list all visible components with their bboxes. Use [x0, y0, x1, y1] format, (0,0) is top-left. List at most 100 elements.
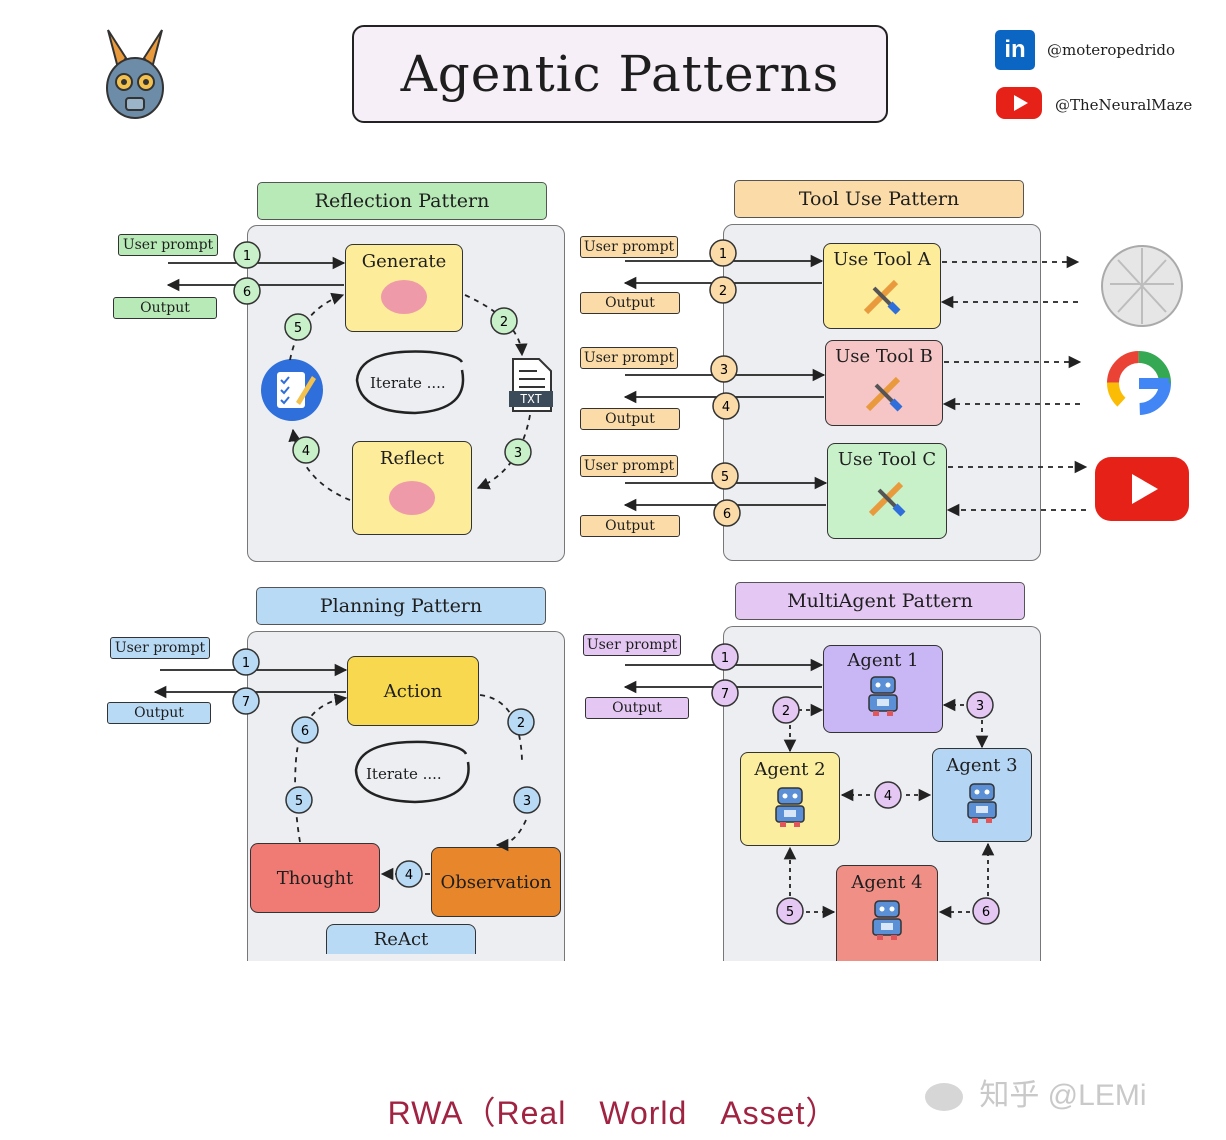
- agent-1-node: Agent 1: [823, 645, 943, 733]
- logo-rabbit: [100, 28, 170, 128]
- step-marker: 7: [232, 687, 260, 715]
- txt-file-icon: TXT: [507, 357, 555, 413]
- step-marker: 1: [232, 648, 260, 676]
- youtube-icon: [995, 86, 1043, 124]
- tool-c-user-prompt: User prompt: [580, 455, 678, 477]
- svg-text:7: 7: [242, 695, 250, 710]
- svg-text:2: 2: [719, 284, 727, 299]
- react-label: ReAct: [373, 929, 429, 950]
- tool-a-output: Output: [580, 292, 680, 314]
- step-marker: 6: [713, 499, 741, 527]
- step-marker: 4: [292, 436, 320, 464]
- robot-icon: [967, 783, 997, 823]
- page-title: Agentic Patterns: [352, 25, 888, 123]
- observation-label: Observation: [440, 871, 552, 893]
- svg-text:6: 6: [982, 905, 990, 920]
- wikipedia-icon: [1100, 244, 1184, 328]
- svg-text:6: 6: [723, 507, 731, 522]
- linkedin-handle: @moteropedrido: [1047, 41, 1176, 59]
- svg-text:4: 4: [405, 868, 413, 883]
- tool-b-node: Use Tool B: [825, 340, 943, 426]
- robot-icon: [872, 900, 902, 940]
- rabbit-robot-icon: [106, 29, 164, 119]
- step-marker: 2: [490, 307, 518, 335]
- tooluse-step-markers: 1 2 3 4 5 6: [709, 239, 741, 527]
- step-marker: 1: [233, 241, 261, 269]
- arrows: [153, 254, 1088, 919]
- svg-text:2: 2: [517, 716, 525, 731]
- wrench-screwdriver-icon: [868, 481, 906, 517]
- step-marker: 2: [709, 276, 737, 304]
- svg-text:4: 4: [302, 444, 310, 459]
- brain-icon: [381, 280, 427, 314]
- wrench-screwdriver-icon: [865, 376, 903, 412]
- wechat-icon: [925, 1083, 963, 1112]
- google-icon: [1102, 346, 1176, 420]
- step-marker: 6: [291, 716, 319, 744]
- svg-text:1: 1: [242, 656, 250, 671]
- social-linkedin[interactable]: in @moteropedrido: [995, 30, 1175, 70]
- robot-icon: [868, 676, 898, 716]
- tool-a-user-prompt: User prompt: [580, 236, 678, 258]
- thought-label: Thought: [276, 867, 354, 889]
- svg-text:4: 4: [884, 789, 892, 804]
- step-marker: 5: [776, 897, 804, 925]
- robot-icon: [775, 787, 805, 827]
- reflection-iterate-label: Iterate ....: [370, 374, 446, 392]
- tool-b-label: Use Tool B: [835, 346, 933, 367]
- tool-a-label: Use Tool A: [833, 249, 931, 270]
- brain-icon: [389, 481, 435, 515]
- svg-text:3: 3: [523, 794, 531, 809]
- tool-c-output: Output: [580, 515, 680, 537]
- watermark: 知乎 @LEMi: [925, 1070, 1146, 1114]
- step-marker: 1: [711, 643, 739, 671]
- reflect-node: Reflect: [352, 441, 472, 535]
- reflection-pattern-title: Reflection Pattern: [257, 182, 547, 220]
- svg-text:5: 5: [721, 470, 729, 485]
- watermark-text: 知乎 @LEMi: [979, 1079, 1147, 1112]
- agent-3-node: Agent 3: [932, 748, 1032, 842]
- reflection-output: Output: [113, 297, 217, 319]
- svg-text:3: 3: [976, 699, 984, 714]
- social-youtube[interactable]: @TheNeuralMaze: [995, 86, 1192, 124]
- youtube-logo-icon: [1094, 456, 1190, 522]
- svg-text:7: 7: [721, 687, 729, 702]
- planning-step-markers: 1 2 3 4 5 6 7: [232, 648, 541, 888]
- tooluse-pattern-title: Tool Use Pattern: [734, 180, 1024, 218]
- step-marker: 3: [513, 786, 541, 814]
- agent-2-node: Agent 2: [740, 752, 840, 846]
- svg-text:3: 3: [720, 363, 728, 378]
- reflection-step-markers: 1 2 3 4 5 6: [233, 241, 532, 466]
- tool-c-label: Use Tool C: [837, 449, 937, 470]
- planning-pattern-title: Planning Pattern: [256, 587, 546, 625]
- tool-a-node: Use Tool A: [823, 243, 941, 329]
- multiagent-output: Output: [585, 697, 689, 719]
- svg-text:1: 1: [719, 247, 727, 262]
- agent-1-label: Agent 1: [847, 650, 919, 671]
- svg-text:5: 5: [295, 794, 303, 809]
- multiagent-step-markers: 1 2 3 4 5 6 7: [711, 643, 1000, 925]
- action-label: Action: [383, 680, 443, 702]
- step-marker: 2: [507, 708, 535, 736]
- agent-4-node: Agent 4: [836, 865, 938, 961]
- svg-text:1: 1: [721, 651, 729, 666]
- multiagent-pattern-title: MultiAgent Pattern: [735, 582, 1025, 620]
- step-marker: 3: [504, 438, 532, 466]
- thought-node: Thought: [250, 843, 380, 913]
- step-marker: 2: [772, 696, 800, 724]
- reflect-label: Reflect: [379, 448, 445, 469]
- svg-text:5: 5: [294, 321, 302, 336]
- observation-node: Observation: [431, 847, 561, 917]
- planning-user-prompt: User prompt: [110, 637, 210, 659]
- step-marker: 1: [709, 239, 737, 267]
- checklist-icon: [258, 358, 326, 422]
- tool-b-user-prompt: User prompt: [580, 347, 678, 369]
- svg-text:5: 5: [786, 905, 794, 920]
- step-marker: 4: [395, 860, 423, 888]
- svg-text:1: 1: [243, 249, 251, 264]
- svg-text:6: 6: [243, 285, 251, 300]
- footer-caption: RWA（Real World Asset）: [387, 1095, 839, 1131]
- step-marker: 7: [711, 679, 739, 707]
- wrench-screwdriver-icon: [863, 279, 901, 315]
